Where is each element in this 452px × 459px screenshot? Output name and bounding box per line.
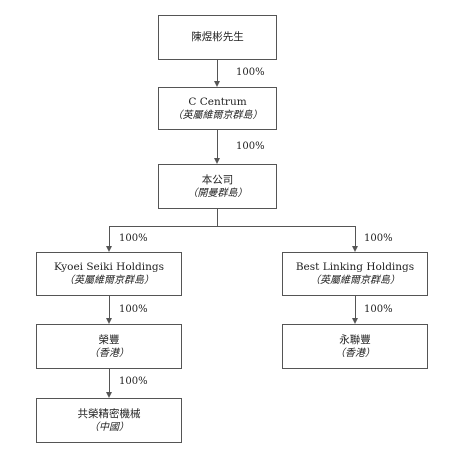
gongrong-name: 共榮精密機械 <box>77 407 141 420</box>
kyoei-jurisdiction: （英屬維爾京群島） <box>64 275 154 287</box>
kyoei-name: Kyoei Seiki Holdings <box>54 261 164 274</box>
arrowhead-kyoei-rongfeng <box>106 318 112 324</box>
company-box: 本公司 （開曼群島） <box>158 164 277 209</box>
yonglianfeng-jurisdiction: （香港） <box>335 347 375 359</box>
rongfeng-name: 榮豐 <box>98 333 120 346</box>
pct-kyoei-rongfeng: 100% <box>119 304 148 315</box>
company-name: 本公司 <box>201 173 234 186</box>
pct-company-kyoei: 100% <box>119 233 148 244</box>
pct-owner-parent: 100% <box>236 67 265 78</box>
arrowhead-owner-parent <box>214 81 220 87</box>
connector-rongfeng-gongrong <box>109 369 110 392</box>
pct-company-best: 100% <box>364 233 393 244</box>
company-jurisdiction: （開曼群島） <box>187 187 248 199</box>
arrowhead-rongfeng-gongrong <box>106 392 112 398</box>
rongfeng-box: 榮豐 （香港） <box>36 324 182 369</box>
connector-kyoei-rongfeng <box>109 296 110 318</box>
yonglianfeng-box: 永聯豐 （香港） <box>282 324 428 369</box>
connector-parent-company <box>217 130 218 158</box>
kyoei-box: Kyoei Seiki Holdings （英屬維爾京群島） <box>36 252 182 296</box>
connector-branch-best <box>355 226 356 246</box>
best-box: Best Linking Holdings （英屬維爾京群島） <box>282 252 428 296</box>
pct-rongfeng-gongrong: 100% <box>119 376 148 387</box>
gongrong-box: 共榮精密機械 （中國） <box>36 398 182 443</box>
yonglianfeng-name: 永聯豐 <box>339 333 371 346</box>
rongfeng-jurisdiction: （香港） <box>89 347 129 359</box>
connector-branch-horizontal <box>109 226 356 227</box>
connector-branch-kyoei <box>109 226 110 246</box>
best-name: Best Linking Holdings <box>295 261 415 274</box>
connector-owner-parent <box>217 60 218 81</box>
owner-box: 陳煜彬先生 <box>158 15 277 60</box>
parent-box: C Centrum （英屬維爾京群島） <box>158 87 277 130</box>
pct-parent-company: 100% <box>236 141 265 152</box>
connector-best-yonglianfeng <box>355 296 356 318</box>
arrowhead-best-yonglianfeng <box>352 318 358 324</box>
arrowhead-parent-company <box>214 158 220 164</box>
arrowhead-company-kyoei <box>106 246 112 252</box>
parent-name: C Centrum <box>188 95 247 108</box>
arrowhead-company-best <box>352 246 358 252</box>
gongrong-jurisdiction: （中國） <box>89 421 129 433</box>
best-jurisdiction: （英屬維爾京群島） <box>310 275 400 287</box>
connector-company-branch <box>217 209 218 226</box>
owner-name: 陳煜彬先生 <box>191 31 244 44</box>
pct-best-yonglianfeng: 100% <box>364 304 393 315</box>
parent-jurisdiction: （英屬維爾京群島） <box>172 109 263 121</box>
